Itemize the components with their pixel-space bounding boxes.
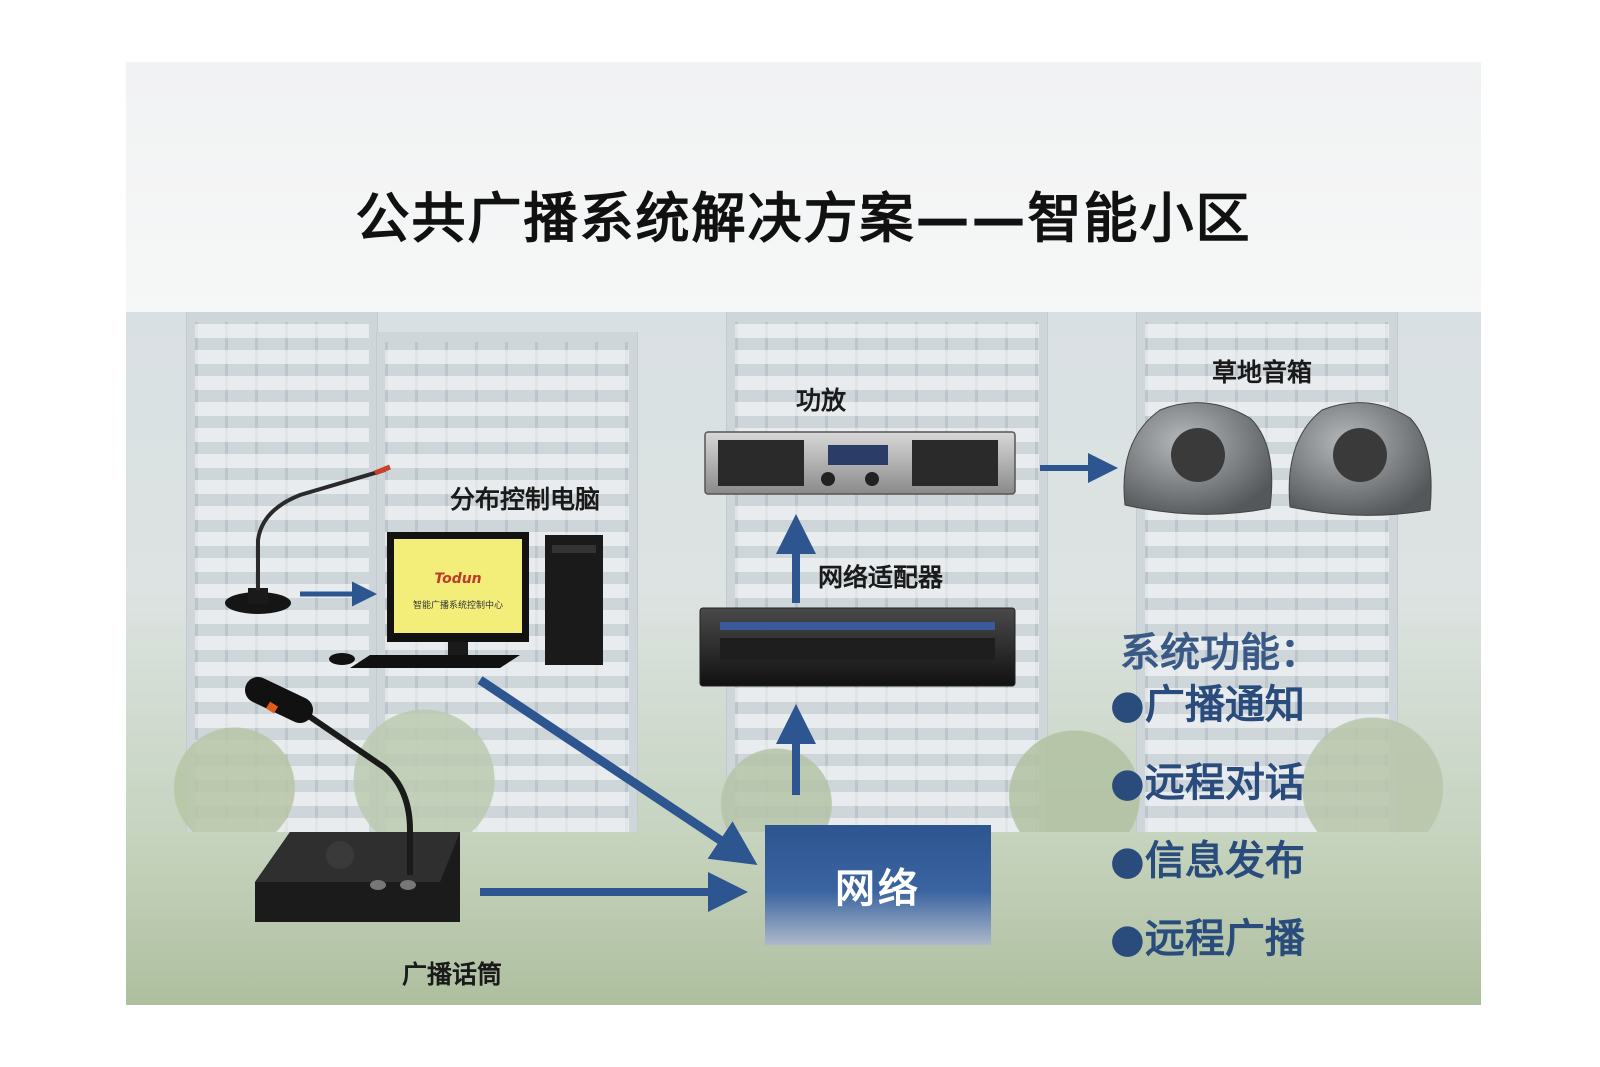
feature-item: ●远程广播: [1110, 916, 1305, 962]
title-band: 公共广播系统解决方案——智能小区: [126, 62, 1481, 312]
page-title: 公共广播系统解决方案——智能小区: [355, 187, 1252, 250]
amplifier-label: 功放: [796, 386, 847, 415]
control-pc: [329, 532, 603, 668]
network-box: 网络: [765, 825, 991, 945]
gooseneck-microphone: [225, 464, 391, 614]
lawn-speakers-label: 草地音箱: [1212, 358, 1313, 387]
arrow-pc-to-network: [477, 676, 758, 865]
screen-caption: 智能广播系统控制中心: [413, 599, 503, 611]
control-pc-label: 分布控制电脑: [450, 485, 601, 514]
feature-item: ●广播通知: [1110, 682, 1305, 728]
paging-microphone: [245, 677, 460, 922]
feature-item: ●信息发布: [1110, 838, 1305, 884]
lawn-speaker: [1123, 402, 1273, 515]
network-label: 网络: [835, 866, 921, 912]
features-title: 系统功能：: [1120, 630, 1320, 676]
network-adapter-label: 网络适配器: [818, 563, 944, 592]
amplifier-device: [704, 431, 1016, 495]
screen-brand: Todun: [434, 571, 481, 587]
network-adapter-device: [699, 607, 1016, 687]
feature-item: ●远程对话: [1110, 760, 1305, 806]
lawn-speaker: [1288, 402, 1432, 516]
paging-mic-label: 广播话筒: [402, 960, 503, 989]
